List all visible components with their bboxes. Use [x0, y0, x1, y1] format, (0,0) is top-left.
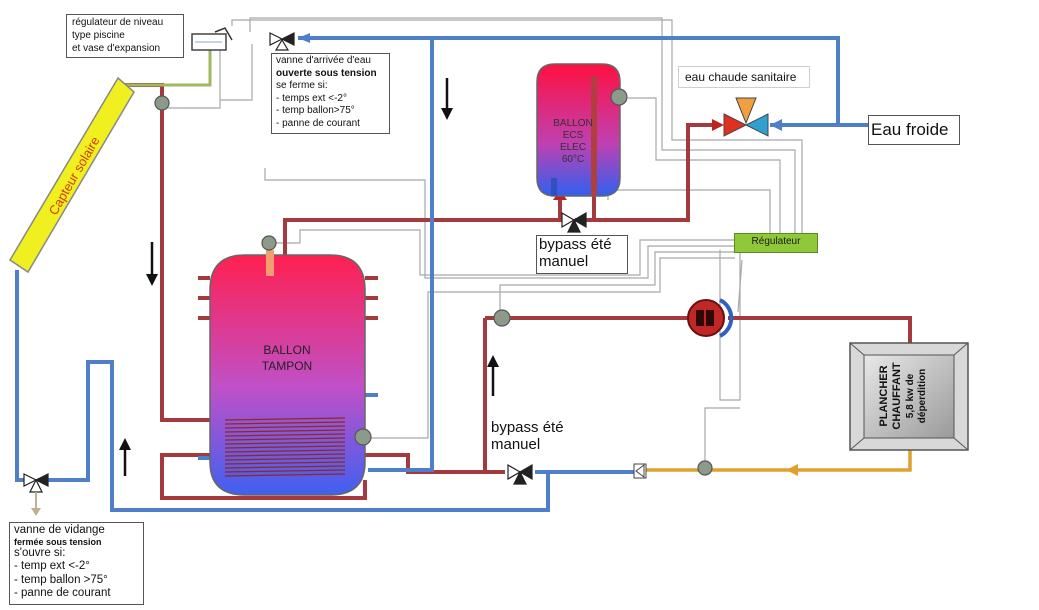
bypass-bottom-line1: bypass été	[491, 419, 564, 436]
heat-exchanger-coil	[224, 417, 346, 477]
drain-note-line4: - temp ext <-2°	[14, 560, 90, 573]
arrow-down-left-icon	[146, 242, 158, 286]
temperature-sensors	[154, 88, 713, 476]
inlet-note-line2: ouverte sous tension	[276, 67, 377, 79]
arrow-up-left-icon	[119, 438, 131, 476]
plancher-line1: PLANCHER	[878, 365, 890, 426]
plancher-line3: 5,8 kw de	[905, 373, 916, 418]
drain-valve-note: vanne de vidange fermée sous tension s'o…	[9, 522, 144, 605]
level-regulator-note-line3: et vase d'expansion	[72, 43, 161, 54]
bypass-valve-bottom	[507, 463, 533, 485]
regulator-box: Régulateur	[734, 233, 818, 253]
bypass-bottom-label: bypass été manuel	[491, 419, 564, 453]
bypass-valve-top	[561, 211, 587, 233]
inlet-valve	[269, 32, 295, 51]
drain-note-line2: fermée sous tension	[14, 536, 102, 547]
sensor-collector	[154, 95, 170, 111]
bypass-top-label: bypass été manuel	[536, 235, 628, 274]
plancher-line2: CHAUFFANT	[891, 362, 903, 429]
eau-froide-label: Eau froide	[868, 115, 960, 145]
plancher-line4: déperdition	[917, 369, 928, 423]
drain-valve	[23, 473, 49, 516]
inlet-note-line6: - panne de courant	[276, 117, 360, 129]
inlet-valve-note: vanne d'arrivée d'eau ouverte sous tensi…	[271, 53, 390, 134]
check-valve	[633, 463, 647, 479]
bypass-top-line1: bypass été	[539, 236, 612, 253]
collector-label: Capteur solaire	[46, 134, 103, 218]
level-regulator	[120, 27, 233, 87]
ecs-label-line3: ELEC	[560, 142, 586, 153]
bypass-bottom-line2: manuel	[491, 436, 541, 453]
bypass-top-line2: manuel	[539, 253, 589, 270]
ecs-label-line4: 60°C	[562, 154, 584, 165]
inlet-note-line4: - temps ext <-2°	[276, 92, 347, 104]
sensor-floor-return	[697, 460, 713, 476]
sensor-tank-top	[261, 235, 277, 251]
cold-pipes	[15, 36, 870, 512]
circulator-pump	[687, 298, 734, 338]
ecs-tank: BALLON ECS ELEC 60°C	[536, 63, 621, 197]
buffer-tank-label-line1: BALLON	[263, 343, 310, 357]
return-pipe	[646, 450, 912, 472]
buffer-tank-label-line2: TAMPON	[262, 359, 312, 373]
cold-arrow-head-mixer	[770, 119, 782, 131]
arrow-up-center-icon	[487, 355, 499, 396]
underfloor-heating: PLANCHER CHAUFFANT 5,8 kw de déperdition	[849, 342, 969, 451]
mixer-hot-arrowhead	[712, 119, 724, 131]
drain-note-line6: - panne de courant	[14, 587, 111, 600]
cold-arrow-head-top	[298, 33, 310, 43]
level-regulator-note-line2: type piscine	[72, 30, 125, 41]
inlet-note-line5: - temp ballon>75°	[276, 105, 355, 117]
return-arrowhead	[786, 464, 798, 476]
solar-collector: Capteur solaire	[8, 76, 135, 274]
sensor-tank-bottom	[354, 428, 372, 446]
ecs-label-line2: ECS	[563, 130, 584, 141]
flow-arrows	[119, 78, 499, 476]
level-regulator-note-line1: régulateur de niveau	[72, 17, 164, 28]
eau-chaude-sanitaire-label: eau chaude sanitaire	[678, 66, 810, 88]
sensor-floor-supply	[493, 309, 511, 327]
drain-note-line3: s'ouvre si:	[14, 546, 66, 559]
inlet-note-line1: vanne d'arrivée d'eau	[276, 55, 371, 66]
ecs-label-line1: BALLON	[553, 118, 592, 129]
buffer-tank: BALLON TAMPON	[209, 250, 366, 496]
sensor-ecs	[610, 88, 628, 106]
arrow-down-center-icon	[441, 78, 453, 120]
inlet-note-line3: se ferme si:	[276, 80, 328, 92]
drain-note-line5: - temp ballon >75°	[14, 573, 108, 586]
level-regulator-note: régulateur de niveau type piscine et vas…	[66, 14, 184, 58]
mixing-valve	[723, 97, 769, 137]
drain-note-line1: vanne de vidange	[14, 524, 105, 536]
